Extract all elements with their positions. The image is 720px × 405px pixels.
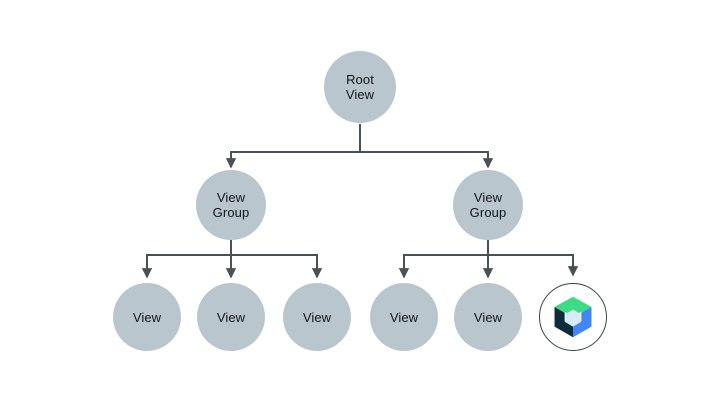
view-label-1: View: [132, 309, 162, 325]
edge-groupright-to-compose: [488, 254, 579, 277]
view-label-4: View: [389, 309, 419, 325]
view-node-1[interactable]: View: [113, 283, 181, 351]
edge-groupright-to-leaf-4: [398, 240, 489, 279]
view-group-node-left[interactable]: View Group: [196, 170, 266, 240]
view-label-3: View: [302, 309, 332, 325]
edge-groupleft-to-leaf-3: [231, 254, 323, 279]
view-node-2[interactable]: View: [197, 283, 265, 351]
jetpack-compose-logo-icon: [554, 296, 592, 338]
edge-root-to-group-right: [360, 151, 494, 169]
view-node-5[interactable]: View: [454, 283, 522, 351]
compose-node[interactable]: [539, 283, 607, 351]
view-node-4[interactable]: View: [370, 283, 438, 351]
edge-groupleft-to-leaf-1: [141, 240, 232, 279]
view-group-label-left: View Group: [212, 190, 250, 220]
view-node-3[interactable]: View: [283, 283, 351, 351]
view-group-label-right: View Group: [469, 190, 507, 220]
view-group-node-right[interactable]: View Group: [453, 170, 523, 240]
root-view-label: Root View: [345, 72, 375, 102]
edge-root-to-group-left: [225, 124, 361, 169]
root-view-node[interactable]: Root View: [324, 51, 396, 123]
view-label-2: View: [216, 309, 246, 325]
view-label-5: View: [473, 309, 503, 325]
